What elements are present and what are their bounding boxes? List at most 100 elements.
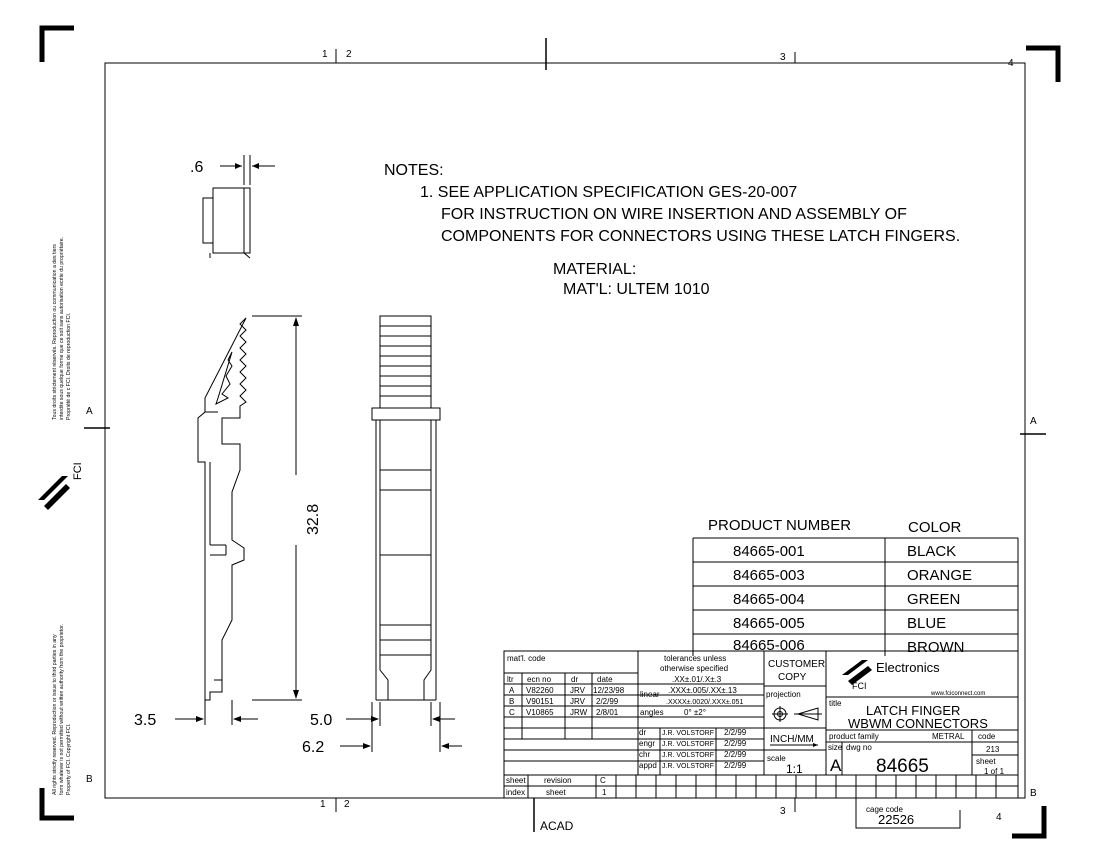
svg-text:COPY: COPY — [778, 672, 807, 683]
svg-text:V90151: V90151 — [526, 697, 554, 706]
svg-text:All rights strictly reserved.: All rights strictly reserved. Reproducti… — [52, 634, 58, 795]
svg-text:J.R. VOLSTORF: J.R. VOLSTORF — [662, 752, 714, 759]
svg-text:COLOR: COLOR — [908, 519, 962, 536]
svg-text:2/2/99: 2/2/99 — [596, 697, 619, 706]
svg-text:2/2/99: 2/2/99 — [724, 750, 747, 759]
fci-logo-icon: FCI — [38, 462, 84, 510]
cage-code-box: cage code 22526 — [855, 798, 961, 829]
dim-top-width: .6 — [190, 159, 203, 176]
svg-text:BLUE: BLUE — [907, 615, 946, 632]
corner-marks — [39, 25, 1061, 839]
svg-text:linear: linear — [640, 690, 660, 699]
acad-label: ACAD — [540, 819, 574, 833]
svg-text:2: 2 — [346, 49, 352, 60]
svg-text:ecn no: ecn no — [527, 675, 552, 684]
svg-text:COMPONENTS FOR CONNECTORS USIN: COMPONENTS FOR CONNECTORS USING THESE LA… — [441, 228, 960, 245]
svg-text:213: 213 — [986, 745, 1000, 754]
svg-text:tolerances unless: tolerances unless — [664, 654, 726, 663]
dim-outer-width: 6.2 — [302, 739, 324, 756]
svg-text:A: A — [1030, 416, 1037, 427]
svg-text:sheet: sheet — [546, 788, 566, 797]
list-item: A — [509, 686, 515, 695]
svg-text:.XX±.01/.X±.3: .XX±.01/.X±.3 — [672, 675, 722, 684]
svg-text:1:1: 1:1 — [786, 762, 803, 776]
svg-text:J.R. VOLSTORF: J.R. VOLSTORF — [662, 730, 714, 737]
svg-text:C: C — [600, 776, 606, 785]
svg-text:4: 4 — [1008, 58, 1014, 69]
svg-text:J.R. VOLSTORF: J.R. VOLSTORF — [662, 763, 714, 770]
svg-text:appd: appd — [639, 761, 657, 770]
svg-text:product family: product family — [829, 732, 879, 741]
svg-text:V82260: V82260 — [526, 686, 554, 695]
svg-text:sheet: sheet — [976, 757, 996, 766]
svg-text:2/8/01: 2/8/01 — [596, 708, 619, 717]
svg-text:title: title — [829, 699, 842, 708]
fci-electronics-logo-icon — [842, 660, 872, 685]
top-view: .6 — [190, 155, 275, 259]
svg-text:1: 1 — [322, 49, 328, 60]
svg-text:JRW: JRW — [570, 708, 588, 717]
svg-text:scale: scale — [767, 754, 786, 763]
svg-text:Electronics: Electronics — [876, 660, 940, 675]
svg-text:FOR INSTRUCTION ON WIRE INSERT: FOR INSTRUCTION ON WIRE INSERTION AND AS… — [441, 206, 907, 223]
svg-text:1: 1 — [320, 799, 326, 810]
svg-text:code: code — [978, 732, 996, 741]
table-row: 84665-004 — [733, 591, 805, 608]
dim-height: 32.8 — [305, 504, 322, 535]
notes-block: NOTES: 1. SEE APPLICATION SPECIFICATION … — [384, 162, 960, 298]
table-row: 84665-006 — [733, 637, 805, 654]
svg-text:2/2/99: 2/2/99 — [724, 728, 747, 737]
svg-text:84665: 84665 — [876, 756, 929, 777]
svg-text:1: 1 — [602, 788, 607, 797]
svg-text:engr: engr — [639, 739, 655, 748]
zone-ticks — [84, 38, 1046, 832]
svg-text:interdite sous quelque forme q: interdite sous quelque forme que ce soit… — [59, 237, 65, 420]
svg-text:J.R. VOLSTORF: J.R. VOLSTORF — [662, 741, 714, 748]
svg-text:1. SEE APPLICATION SPECIFICATI: 1. SEE APPLICATION SPECIFICATION GES-20-… — [420, 184, 797, 201]
svg-text:1 of 1: 1 of 1 — [984, 767, 1005, 776]
title-block: mat'l. code ltr ecn no dr date A V82260 … — [503, 650, 1019, 799]
side-notice: Tous droits strictement réservés. Reprod… — [52, 237, 72, 795]
svg-text:dr: dr — [571, 675, 578, 684]
svg-text:CUSTOMER: CUSTOMER — [768, 659, 825, 670]
svg-text:mat'l. code: mat'l. code — [507, 654, 546, 663]
svg-text:FCI: FCI — [852, 681, 867, 691]
list-item: C — [509, 708, 515, 717]
svg-text:otherwise specified: otherwise specified — [660, 664, 728, 673]
svg-text:NOTES:: NOTES: — [384, 162, 444, 179]
svg-text:www.fciconnect.com: www.fciconnect.com — [930, 691, 985, 697]
svg-text:FCI: FCI — [72, 462, 84, 480]
svg-text:dwg no: dwg no — [846, 743, 872, 752]
svg-text:22526: 22526 — [878, 812, 914, 827]
svg-text:chr: chr — [639, 750, 650, 759]
svg-text:GREEN: GREEN — [907, 591, 960, 608]
svg-text:.XXXX±.0020/.XXX±.051: .XXXX±.0020/.XXX±.051 — [666, 699, 743, 706]
svg-text:PRODUCT NUMBER: PRODUCT NUMBER — [708, 517, 851, 534]
svg-text:dr: dr — [639, 728, 646, 737]
svg-text:V10865: V10865 — [526, 708, 554, 717]
svg-text:METRAL: METRAL — [932, 732, 965, 741]
svg-text:B: B — [86, 774, 93, 785]
projection-symbol-icon — [772, 706, 822, 722]
table-row: 84665-003 — [733, 567, 805, 584]
svg-text:3: 3 — [780, 806, 786, 817]
dim-inner-width: 5.0 — [310, 712, 332, 729]
side-view: 3.5 32.8 — [134, 315, 322, 729]
svg-text:2/2/99: 2/2/99 — [724, 761, 747, 770]
svg-text:Propriété de c FCI. Droits de: Propriété de c FCI. Droits de reproducti… — [66, 313, 72, 420]
svg-text:angles: angles — [640, 708, 664, 717]
svg-text:B: B — [1030, 788, 1037, 799]
dim-left-width: 3.5 — [134, 712, 156, 729]
table-row: 84665-001 — [733, 543, 805, 560]
svg-text:BROWN: BROWN — [907, 639, 965, 656]
svg-text:MAT'L: ULTEM 1010: MAT'L: ULTEM 1010 — [563, 281, 710, 298]
svg-text:projection: projection — [766, 690, 801, 699]
svg-text:revision: revision — [544, 776, 572, 785]
product-table: PRODUCT NUMBER COLOR 84665-001 BLACK 846… — [692, 517, 1019, 656]
svg-text:Tous droits strictement réserv: Tous droits strictement réservés. Reprod… — [52, 244, 58, 420]
svg-text:A: A — [830, 756, 842, 775]
svg-text:form whatever is not permitted: form whatever is not permitted without w… — [59, 624, 65, 795]
svg-text:JRV: JRV — [570, 686, 586, 695]
svg-text:2/2/99: 2/2/99 — [724, 739, 747, 748]
